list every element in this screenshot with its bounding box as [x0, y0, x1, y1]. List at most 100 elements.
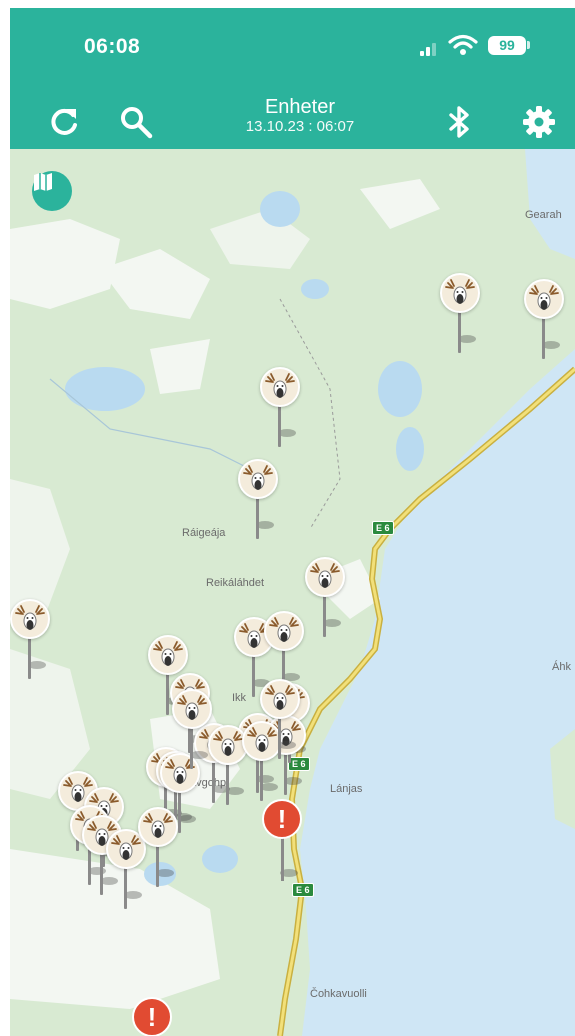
place-label: Reikáláhdet [206, 577, 265, 589]
alert-marker[interactable]: ! [262, 799, 302, 889]
place-label: Lánjas [330, 783, 363, 795]
reindeer-icon [260, 367, 300, 407]
reindeer-marker[interactable] [234, 617, 274, 701]
reindeer-marker[interactable] [260, 679, 300, 763]
lake [378, 361, 422, 417]
marker-shadow [542, 341, 560, 349]
white-patch [100, 249, 210, 319]
white-patch [10, 219, 120, 309]
marker-stick [284, 751, 287, 795]
status-time: 06:08 [84, 35, 141, 58]
reindeer-marker[interactable] [238, 459, 278, 543]
place-label: Ráigeája [182, 527, 226, 539]
marker-stick [323, 593, 326, 637]
map-icon [34, 173, 52, 191]
marker-shadow [252, 679, 270, 687]
reindeer-icon [305, 557, 345, 597]
marker-stick [281, 833, 284, 881]
reindeer-icon [238, 459, 278, 499]
lake [65, 367, 145, 411]
trail [49, 378, 271, 480]
trail [279, 298, 341, 530]
marker-stick [260, 757, 263, 801]
signal-icon [420, 42, 440, 56]
lake [396, 427, 424, 471]
marker-stick [190, 725, 193, 769]
place-label: Áhk [552, 661, 571, 673]
reindeer-icon [260, 679, 300, 719]
lake [301, 279, 329, 299]
alert-icon: ! [132, 997, 172, 1036]
top-right-water [525, 149, 575, 259]
marker-shadow [323, 619, 341, 627]
reindeer-icon [208, 725, 248, 765]
settings-icon[interactable] [521, 104, 557, 140]
marker-shadow [278, 741, 296, 749]
marker-stick [100, 851, 103, 895]
sea-area [300, 349, 575, 1036]
map-view[interactable]: Gearah Ráigeája Reikáláhdet Ikk avgohp L… [10, 149, 575, 1036]
white-patch [10, 479, 70, 629]
reindeer-marker[interactable] [305, 557, 345, 641]
search-icon[interactable] [118, 104, 154, 140]
marker-stick [282, 647, 285, 691]
reindeer-icon [524, 279, 564, 319]
map-layers-button[interactable] [32, 171, 72, 211]
marker-shadow [284, 777, 302, 785]
road-shield: E 6 [288, 757, 310, 771]
marker-stick [28, 635, 31, 679]
top-bar: 06:08 99 Enheter 13.10.23 : 06:07 [10, 8, 575, 149]
marker-shadow [88, 867, 106, 875]
alert-marker[interactable]: ! [132, 997, 172, 1036]
place-label: Ikk [232, 692, 247, 704]
marker-shadow [156, 869, 174, 877]
place-label: Gearah [525, 209, 562, 221]
marker-shadow [178, 815, 196, 823]
marker-stick [88, 841, 91, 885]
marker-stick [256, 495, 259, 539]
lake [202, 845, 238, 873]
marker-shadow [190, 751, 208, 759]
reindeer-marker[interactable] [138, 807, 178, 891]
marker-stick [166, 671, 169, 715]
white-patch [150, 339, 210, 394]
page-title: Enheter [264, 96, 336, 118]
marker-shadow [212, 785, 230, 793]
reindeer-icon [10, 599, 50, 639]
reindeer-icon [242, 721, 282, 761]
reindeer-marker[interactable] [440, 273, 480, 357]
reindeer-marker[interactable] [264, 611, 304, 695]
marker-stick [174, 787, 177, 831]
marker-shadow [256, 775, 274, 783]
white-patch [360, 179, 440, 229]
reindeer-marker[interactable] [260, 367, 300, 451]
marker-stick [178, 789, 181, 833]
marker-shadow [280, 869, 298, 877]
app-screen: 06:08 99 Enheter 13.10.23 : 06:07 [10, 8, 575, 1036]
marker-shadow [278, 429, 296, 437]
marker-shadow [458, 335, 476, 343]
reindeer-marker[interactable] [208, 725, 248, 809]
reindeer-icon [160, 753, 200, 793]
refresh-icon[interactable] [46, 104, 82, 140]
reindeer-marker[interactable] [106, 829, 146, 913]
reindeer-icon [148, 635, 188, 675]
lake [144, 862, 176, 886]
road-e6 [278, 367, 575, 1036]
reindeer-marker[interactable] [242, 721, 282, 805]
marker-stick [458, 309, 461, 353]
road-shield: E 6 [292, 883, 314, 897]
reindeer-marker[interactable] [160, 753, 200, 837]
marker-stick [542, 315, 545, 359]
map-background [10, 149, 575, 1036]
reindeer-icon [106, 829, 146, 869]
reindeer-marker[interactable] [524, 279, 564, 363]
alert-icon: ! [262, 799, 302, 839]
reindeer-marker[interactable] [172, 689, 212, 773]
reindeer-marker[interactable] [10, 599, 50, 683]
marker-shadow [226, 787, 244, 795]
marker-stick [278, 715, 281, 759]
marker-shadow [260, 783, 278, 791]
bluetooth-icon[interactable] [442, 104, 478, 140]
marker-shadow [174, 813, 192, 821]
